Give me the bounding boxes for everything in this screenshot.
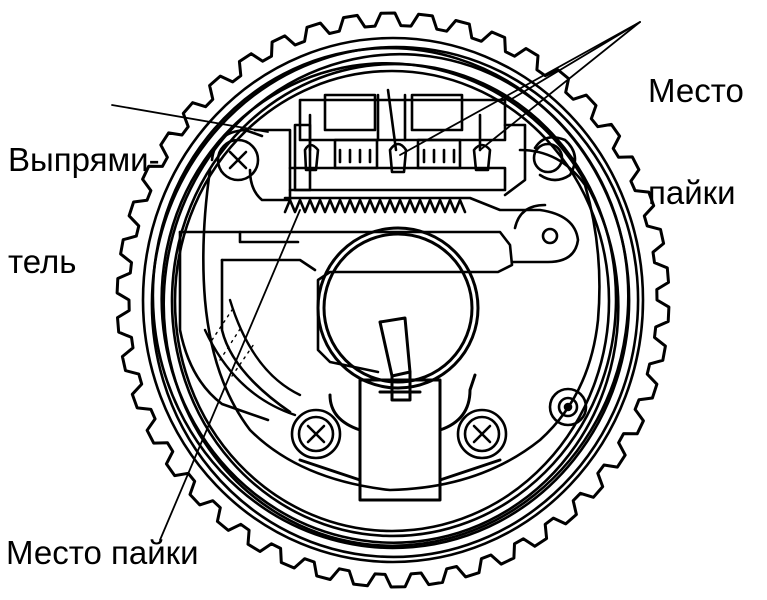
solder-point-label-top: Место пайки bbox=[648, 6, 744, 278]
regulator-sector bbox=[203, 298, 302, 417]
end-plate bbox=[178, 148, 601, 492]
stator-windings bbox=[141, 36, 645, 564]
solder-point-label-bottom: Место пайки bbox=[6, 534, 199, 571]
solder-point-top-line1: Место bbox=[648, 72, 744, 109]
rectifier-label: Выпрями- тель bbox=[8, 75, 160, 347]
rectifier-line2: тель bbox=[8, 243, 77, 280]
leader-lines bbox=[111, 21, 641, 541]
screw-bottom-right bbox=[456, 408, 508, 460]
screw-bottom-left bbox=[290, 408, 342, 460]
screw-top-right bbox=[532, 136, 577, 182]
rectifier-line1: Выпрями- bbox=[8, 141, 160, 178]
toothed-rim bbox=[115, 11, 671, 589]
bolt-right bbox=[548, 387, 588, 427]
solder-point-top-line2: пайки bbox=[648, 174, 736, 211]
screw-top-left bbox=[210, 128, 264, 182]
rectifier-block bbox=[248, 88, 527, 214]
bearing-housing bbox=[298, 226, 502, 502]
